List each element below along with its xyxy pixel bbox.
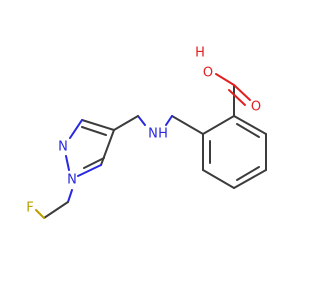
bond-c-o-double <box>228 89 246 106</box>
bond-c-n <box>165 115 173 126</box>
carboxylic-acid: H O O <box>195 46 261 117</box>
bond-n1-c <box>67 189 73 203</box>
double-bond-inner <box>236 123 260 138</box>
bond <box>81 119 115 131</box>
bond <box>100 129 115 166</box>
fluorine-label: F <box>26 201 33 216</box>
amine-linker: N H <box>113 115 204 142</box>
bond-c-f <box>35 209 45 219</box>
bond <box>43 201 69 219</box>
bond <box>171 115 204 135</box>
bond-c-oh <box>215 73 235 86</box>
bond-c-o-double <box>233 84 251 101</box>
molecule-structure: H O O N H N N F <box>26 46 267 219</box>
bond-n-c <box>137 115 146 126</box>
amine-n-label: N <box>148 127 158 142</box>
pyrazole-ring: N N <box>58 119 115 188</box>
double-bond-inner <box>83 157 105 169</box>
fluoroethyl-chain: F <box>26 189 73 219</box>
bond-n2-n1 <box>65 155 70 171</box>
bond-c-n2 <box>69 119 83 139</box>
bond <box>233 115 267 135</box>
hydroxyl-o-label: O <box>203 66 213 81</box>
bond <box>233 169 267 189</box>
double-bond-inner <box>81 126 107 136</box>
pyrazole-n1-label: N <box>67 173 77 188</box>
bond-n1-c5 <box>77 164 102 177</box>
bond <box>113 115 139 131</box>
double-bond-inner <box>236 166 260 181</box>
amine-h-label: H <box>158 127 168 142</box>
bond <box>202 115 235 135</box>
bond <box>202 169 235 189</box>
pyrazole-n2-label: N <box>58 140 68 155</box>
hydroxyl-h-label: H <box>195 46 205 61</box>
carbonyl-o-label: O <box>251 100 261 115</box>
benzene-ring <box>202 115 267 189</box>
